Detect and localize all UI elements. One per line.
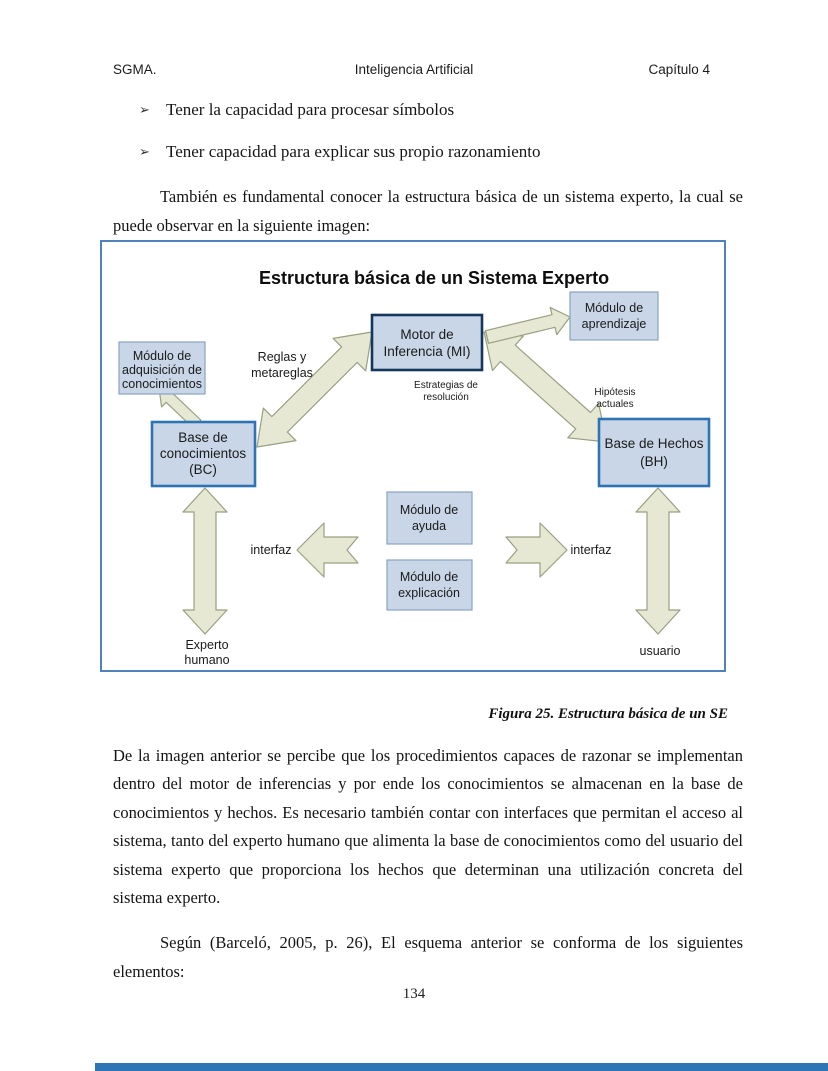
arrow-bullet-icon: ➢ <box>139 103 150 118</box>
box-base-hechos-label: Base de Hechos <box>604 436 703 451</box>
label-hipotesis: Hipótesis <box>594 387 635 398</box>
box-modulo-ayuda <box>386 491 473 545</box>
box-motor-inferencia <box>370 313 484 372</box>
bullet-text: Tener capacidad para explicar sus propio… <box>166 142 541 161</box>
arrow-mi-to-aprendizaje <box>484 306 571 344</box>
page-number: 134 <box>402 986 426 1002</box>
label-usuario: usuario <box>640 644 681 658</box>
label-hipotesis: actuales <box>596 399 633 410</box>
box-modulo-adquisicion-label: adquisición de <box>122 363 202 377</box>
body-paragraph: De la imagen anterior se percibe que los… <box>113 746 743 908</box>
box-motor-inferencia-label: Motor de <box>400 327 453 342</box>
figure-frame: Estructura básica de un Sistema Experto … <box>100 240 726 672</box>
box-modulo-ayuda-label: ayuda <box>412 519 446 533</box>
box-modulo-aprendizaje <box>569 291 659 341</box>
box-base-hechos-label: (BH) <box>640 454 668 469</box>
box-base-conocimientos <box>150 420 257 488</box>
figure-caption: Figura 25. Estructura básica de un SE <box>488 706 728 722</box>
header-right: Capítulo 4 <box>648 62 710 77</box>
expert-system-diagram: Estructura básica de un Sistema Experto … <box>118 268 711 667</box>
diagram-title: Estructura básica de un Sistema Experto <box>259 268 609 288</box>
box-modulo-explicacion-label: Módulo de <box>400 570 458 584</box>
arrow-experto-bc-vertical <box>182 487 228 635</box>
arrow-interfaz-right <box>505 522 568 578</box>
box-motor-inferencia-label: Inferencia (MI) <box>383 344 470 359</box>
box-modulo-aprendizaje-label: Módulo de <box>585 301 643 315</box>
box-modulo-ayuda-label: Módulo de <box>400 503 458 517</box>
box-modulo-adquisicion-label: conocimientos <box>122 377 202 391</box>
label-reglas: Reglas y <box>258 350 307 364</box>
label-estrategias: resolución <box>423 392 469 403</box>
box-base-conocimientos-label: Base de <box>178 430 228 445</box>
bottom-blue-bar <box>95 1063 828 1071</box>
closing-paragraph: Según (Barceló, 2005, p. 26), El esquema… <box>113 933 743 981</box>
bullet-item: ➢ Tener capacidad para explicar sus propi… <box>139 141 699 164</box>
box-base-hechos <box>597 417 711 488</box>
arrow-mi-bh-bidirectional <box>483 331 608 443</box>
label-experto-humano: Experto <box>185 638 228 652</box>
label-reglas: metareglas <box>251 366 313 380</box>
header-center: Inteligencia Artificial <box>354 62 474 77</box>
box-modulo-explicacion <box>386 559 473 611</box>
label-estrategias: Estrategias de <box>414 380 478 391</box>
box-base-conocimientos-label: (BC) <box>189 462 217 477</box>
label-experto-humano: humano <box>184 653 229 667</box>
box-modulo-explicacion-label: explicación <box>398 586 460 600</box>
label-interfaz-right: interfaz <box>571 543 612 557</box>
box-base-conocimientos-label: conocimientos <box>160 446 247 461</box>
arrow-bullet-icon: ➢ <box>139 145 150 160</box>
intro-paragraph: También es fundamental conocer la estruc… <box>113 187 743 235</box>
arrow-interfaz-left <box>296 522 359 578</box>
label-interfaz-left: interfaz <box>251 543 292 557</box>
bullet-item: ➢ Tener la capacidad para procesar símbol… <box>139 99 699 122</box>
box-modulo-aprendizaje-label: aprendizaje <box>582 317 647 331</box>
box-modulo-adquisicion <box>118 341 206 395</box>
box-modulo-adquisicion-label: Módulo de <box>133 349 191 363</box>
arrow-usuario-bh-vertical <box>635 487 681 635</box>
bullet-text: Tener la capacidad para procesar símbolo… <box>166 100 455 119</box>
header-left: SGMA. <box>113 62 157 77</box>
